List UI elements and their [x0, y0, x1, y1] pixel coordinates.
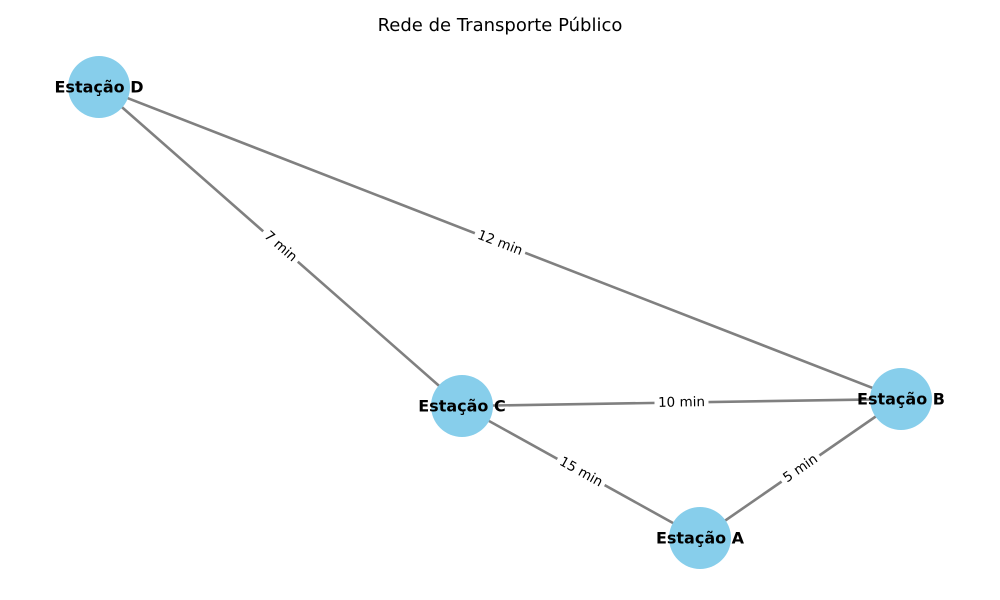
station-label: Estação D [54, 78, 143, 97]
edge-label-group: 5 min [776, 448, 825, 489]
station-label: Estação B [857, 390, 945, 409]
edges-layer [98, 85, 902, 540]
edge-label-background [654, 393, 709, 412]
edge-label: 7 min [261, 228, 300, 265]
diagram-title: Rede de Transporte Público [378, 15, 623, 36]
edge-label-background [257, 224, 304, 269]
station-label: Estação A [656, 529, 745, 548]
station-circle [431, 375, 493, 437]
station-node-c: Estação C [418, 375, 506, 437]
station-circle [870, 368, 932, 430]
station-circle [68, 56, 130, 118]
station-node-b: Estação B [857, 368, 945, 430]
edge-label: 12 min [475, 227, 525, 259]
station-label: Estação C [418, 397, 505, 416]
edge-label-group: 12 min [471, 224, 529, 262]
edge-labels-layer: 12 min 7 min 10 min 15 min 5 min [257, 224, 825, 493]
station-node-d: Estação D [54, 56, 144, 118]
edge-label-background [471, 224, 529, 262]
edge-label-background [776, 448, 825, 489]
edge-label: 10 min [658, 394, 705, 411]
station-node-a: Estação A [656, 507, 745, 569]
station-circle [669, 507, 731, 569]
nodes-layer: Estação A Estação B Estação C Estação D [54, 56, 945, 569]
edge-label-group: 10 min [654, 393, 709, 412]
edge-label-group: 7 min [257, 224, 304, 269]
edge-label-group: 15 min [553, 451, 609, 493]
edge-label-background [553, 451, 609, 493]
